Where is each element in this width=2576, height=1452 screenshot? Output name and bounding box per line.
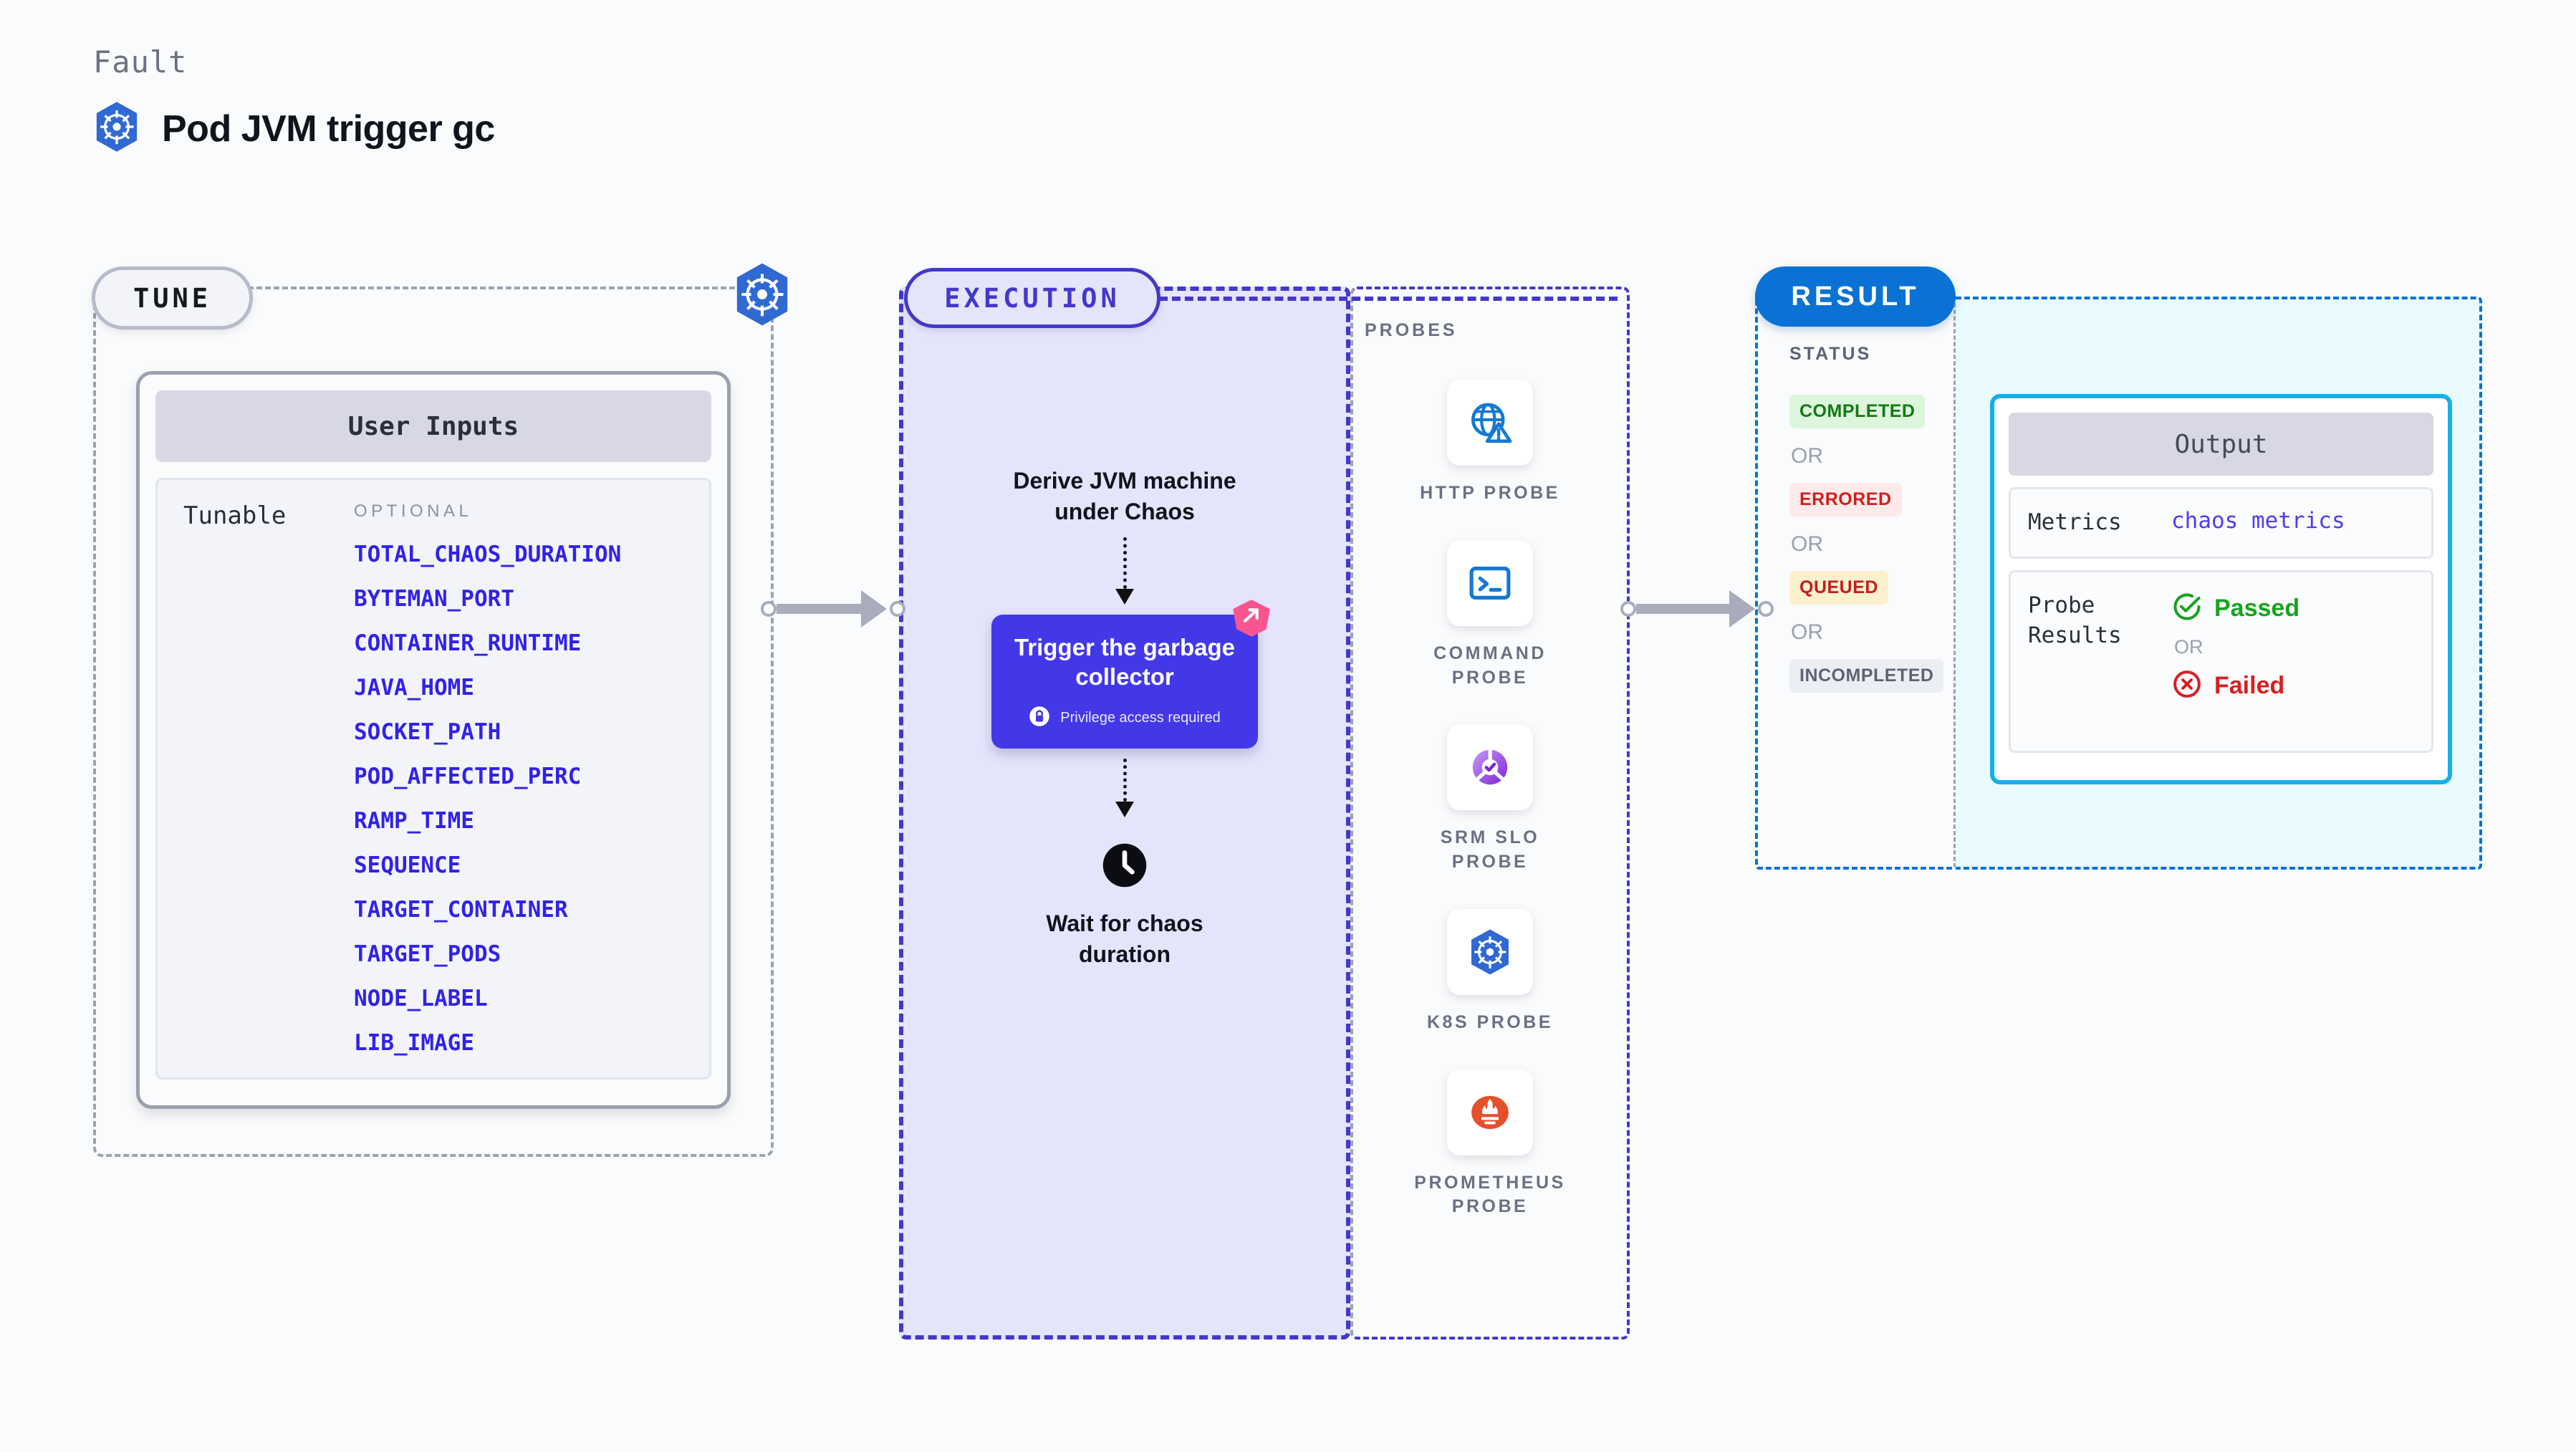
user-inputs-card: User Inputs Tunable OPTIONAL TOTAL_CHAOS… <box>136 371 731 1109</box>
optional-params-column: OPTIONAL TOTAL_CHAOS_DURATION BYTEMAN_PO… <box>354 501 692 1056</box>
action-card-wrapper: Trigger the garbage collector Privilege … <box>991 600 1270 749</box>
connector-end-dot <box>890 601 905 617</box>
metrics-label: Metrics <box>2028 509 2122 535</box>
probe-results-row: Probe Results Passed OR <box>2009 569 2433 753</box>
probe-item-http[interactable]: HTTP PROBE <box>1420 380 1560 506</box>
param-item[interactable]: LIB_IMAGE <box>354 1030 474 1056</box>
or-label: OR <box>1791 532 1823 556</box>
probe-results-values: Passed OR Failed <box>2171 591 2299 732</box>
probe-item-k8s[interactable]: K8S PROBE <box>1427 908 1553 1035</box>
optional-label: OPTIONAL <box>354 501 473 521</box>
privilege-note: Privilege access required <box>1009 706 1241 731</box>
param-item[interactable]: BYTEMAN_PORT <box>354 586 514 612</box>
derive-step-label: Derive JVM machine under Chaos <box>1013 468 1236 525</box>
output-title: Output <box>2009 413 2433 476</box>
status-badge-queued: QUEUED <box>1789 571 1888 605</box>
connector-end-dot <box>1758 601 1774 617</box>
failed-label: Failed <box>2214 671 2285 699</box>
flow-connector-dotted <box>1123 758 1127 802</box>
tune-badge[interactable]: TUNE <box>92 266 253 330</box>
status-badge-errored: ERRORED <box>1789 483 1902 516</box>
connector-arrowhead <box>1729 590 1755 628</box>
output-card: Output Metrics chaos metrics Probe Resul… <box>1990 394 2452 784</box>
globe-warning-icon <box>1446 380 1533 466</box>
param-item[interactable]: POD_AFFECTED_PERC <box>354 764 582 789</box>
connector-execution-to-result <box>1620 590 1774 628</box>
kubernetes-icon <box>93 101 140 156</box>
page-header: Fault Pod JVM trigger gc <box>93 44 495 156</box>
param-item[interactable]: NODE_LABEL <box>354 986 488 1011</box>
connector-start-dot <box>1620 601 1636 617</box>
slo-gauge-icon <box>1447 724 1533 811</box>
probes-panel <box>1350 287 1630 1340</box>
probe-result-passed: Passed <box>2171 591 2299 626</box>
probe-item-prometheus[interactable]: PROMETHEUS PROBE <box>1404 1069 1576 1220</box>
connector-bar <box>1636 604 1729 614</box>
tunable-label: Tunable <box>183 501 287 530</box>
param-item[interactable]: SEQUENCE <box>354 852 461 878</box>
lock-icon <box>1029 706 1050 731</box>
flow-arrowhead <box>1115 801 1134 817</box>
metrics-value[interactable]: chaos metrics <box>2171 508 2345 534</box>
probe-label: HTTP PROBE <box>1420 483 1560 503</box>
or-label: OR <box>1791 620 1823 644</box>
litmuschaos-icon <box>1229 596 1274 644</box>
probes-list: HTTP PROBE COMMAND PROBE <box>1350 380 1630 1219</box>
prometheus-icon <box>1447 1069 1533 1155</box>
title-row: Pod JVM trigger gc <box>93 101 495 156</box>
execution-flow: Derive JVM machine under Chaos Trigger t… <box>899 466 1350 970</box>
probe-item-command[interactable]: COMMAND PROBE <box>1404 539 1576 691</box>
or-label: OR <box>2174 635 2203 658</box>
result-badge-label: RESULT <box>1791 281 1920 312</box>
result-badge[interactable]: RESULT <box>1755 266 1956 327</box>
passed-label: Passed <box>2214 594 2300 622</box>
wait-node: Wait for chaos duration <box>1010 842 1239 970</box>
terminal-icon <box>1447 539 1533 626</box>
probe-label: SRM SLO PROBE <box>1440 827 1540 872</box>
trigger-gc-title: Trigger the garbage collector <box>1014 634 1236 690</box>
param-item[interactable]: TOTAL_CHAOS_DURATION <box>354 542 622 567</box>
clock-icon <box>1101 842 1148 893</box>
probe-results-label: Probe Results <box>2028 592 2122 648</box>
param-item[interactable]: JAVA_HOME <box>354 675 474 701</box>
fault-kicker: Fault <box>93 44 188 80</box>
metrics-row: Metrics chaos metrics <box>2009 487 2433 559</box>
probe-label: PROMETHEUS PROBE <box>1414 1172 1566 1217</box>
tune-badge-label: TUNE <box>133 282 212 314</box>
connector-start-dot <box>761 601 777 617</box>
x-circle-icon <box>2171 668 2203 703</box>
privilege-note-text: Privilege access required <box>1060 710 1221 726</box>
probe-label: K8S PROBE <box>1427 1011 1553 1032</box>
probe-result-failed: Failed <box>2171 668 2299 703</box>
user-inputs-title: User Inputs <box>155 390 711 462</box>
param-item[interactable]: TARGET_CONTAINER <box>354 897 568 923</box>
param-item[interactable]: CONTAINER_RUNTIME <box>354 630 582 656</box>
probe-label: COMMAND PROBE <box>1433 643 1547 688</box>
connector-bar <box>777 604 861 614</box>
trigger-gc-card[interactable]: Trigger the garbage collector Privilege … <box>991 615 1258 749</box>
kubernetes-icon <box>1446 908 1533 995</box>
param-item[interactable]: RAMP_TIME <box>354 808 474 834</box>
execution-badge-label: EXECUTION <box>944 282 1120 314</box>
result-status-column: STATUS COMPLETED OR ERRORED OR QUEUED OR… <box>1755 297 1956 870</box>
connector-arrowhead <box>861 590 887 628</box>
param-item[interactable]: SOCKET_PATH <box>354 719 501 745</box>
execution-connector-line <box>1159 297 1618 301</box>
or-label: OR <box>1791 444 1823 468</box>
status-title: STATUS <box>1789 344 1872 364</box>
connector-tune-to-execution <box>761 590 905 628</box>
execution-badge[interactable]: EXECUTION <box>904 268 1160 328</box>
page-title: Pod JVM trigger gc <box>162 107 495 150</box>
flow-arrowhead <box>1115 589 1134 605</box>
kubernetes-icon <box>732 262 792 330</box>
wait-step-label: Wait for chaos duration <box>1046 910 1203 968</box>
status-badge-incompleted: INCOMPLETED <box>1789 659 1944 693</box>
status-badge-completed: COMPLETED <box>1789 395 1926 428</box>
probe-item-srm-slo[interactable]: SRM SLO PROBE <box>1404 724 1576 875</box>
flow-connector-dotted <box>1123 537 1127 590</box>
tunable-section: Tunable OPTIONAL TOTAL_CHAOS_DURATION BY… <box>155 478 711 1080</box>
param-item[interactable]: TARGET_PODS <box>354 941 501 967</box>
check-circle-icon <box>2171 591 2203 626</box>
probes-label: PROBES <box>1365 320 1458 340</box>
